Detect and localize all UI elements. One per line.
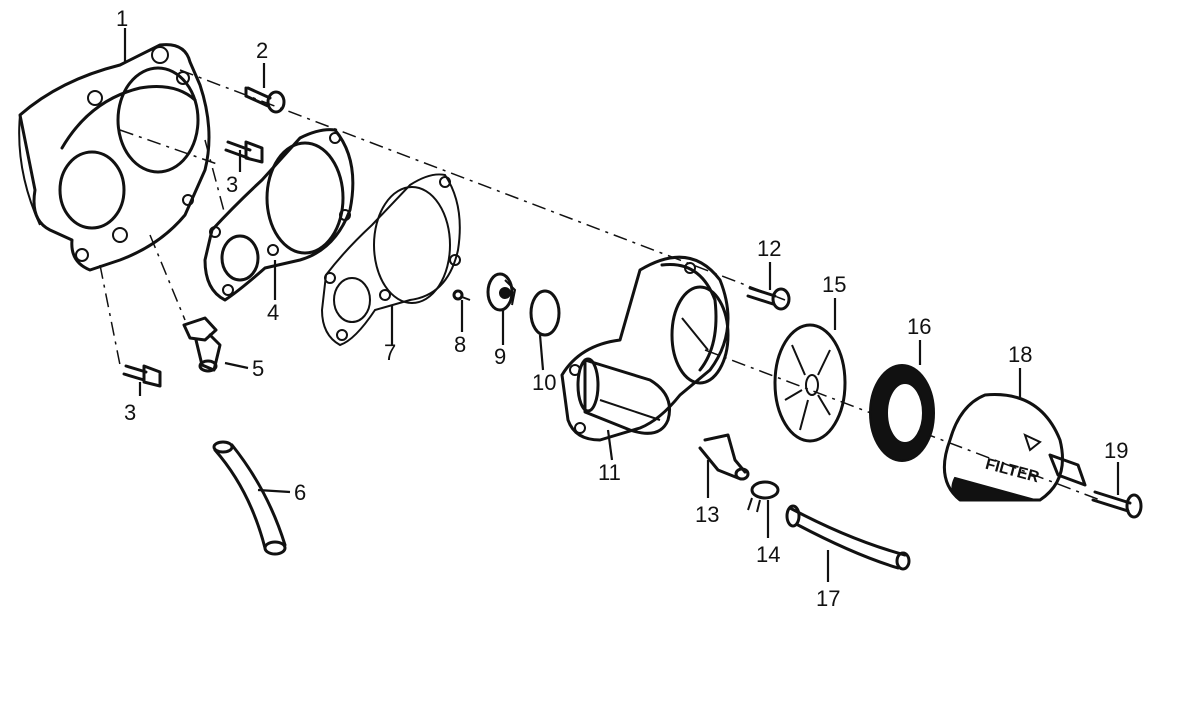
- callout-5: 5: [252, 356, 264, 381]
- callout-9: 9: [494, 344, 506, 369]
- callout-4: 4: [267, 300, 279, 325]
- callout-11: 11: [598, 460, 621, 485]
- part-6-hose: [212, 440, 287, 556]
- part-16-seal: [869, 364, 935, 462]
- callout-2: 2: [256, 38, 268, 63]
- part-14-clamp: [747, 480, 780, 513]
- callout-3-lower: 3: [124, 400, 136, 425]
- callout-1: 1: [116, 6, 128, 31]
- part-4-gasket: [203, 128, 355, 302]
- part-8-small-screw: [452, 289, 471, 301]
- callout-8: 8: [454, 332, 466, 357]
- callout-16: 16: [907, 314, 931, 339]
- part-3-bolt-upper: [224, 140, 264, 164]
- callout-7: 7: [384, 340, 396, 365]
- part-11-pump-body: [560, 255, 730, 442]
- callout-13: 13: [695, 502, 719, 527]
- callout-10: 10: [532, 370, 556, 395]
- part-17-hose: [785, 504, 911, 571]
- part-13-fitting: [698, 433, 750, 481]
- part-2-screw: [244, 86, 286, 114]
- part-15-disc: [773, 323, 847, 443]
- part-9-valve: [486, 272, 517, 312]
- part-5-angle-fitting: [182, 316, 222, 373]
- part-18-filter-cover: FILTER: [942, 393, 1087, 502]
- part-19-screw: [1091, 490, 1143, 519]
- callout-12: 12: [757, 236, 781, 261]
- part-12-screw: [746, 286, 791, 311]
- callout-3-upper: 3: [226, 172, 238, 197]
- callout-17: 17: [816, 586, 840, 611]
- part-10-o-ring: [529, 289, 561, 337]
- callout-14: 14: [756, 542, 780, 567]
- leader-lines: [123, 28, 1120, 582]
- part-7-gasket: [320, 173, 461, 347]
- part-3-bolt-lower: [122, 364, 162, 388]
- filter-label: FILTER: [984, 456, 1042, 487]
- callout-18: 18: [1008, 342, 1032, 367]
- callout-labels: 1 2 3 3 4 5 6 7 8 9 10 11 12 13 14 15 16…: [116, 6, 1128, 611]
- callout-6: 6: [294, 480, 306, 505]
- callout-15: 15: [822, 272, 846, 297]
- callout-19: 19: [1104, 438, 1128, 463]
- part-1-housing-cover: [18, 43, 211, 272]
